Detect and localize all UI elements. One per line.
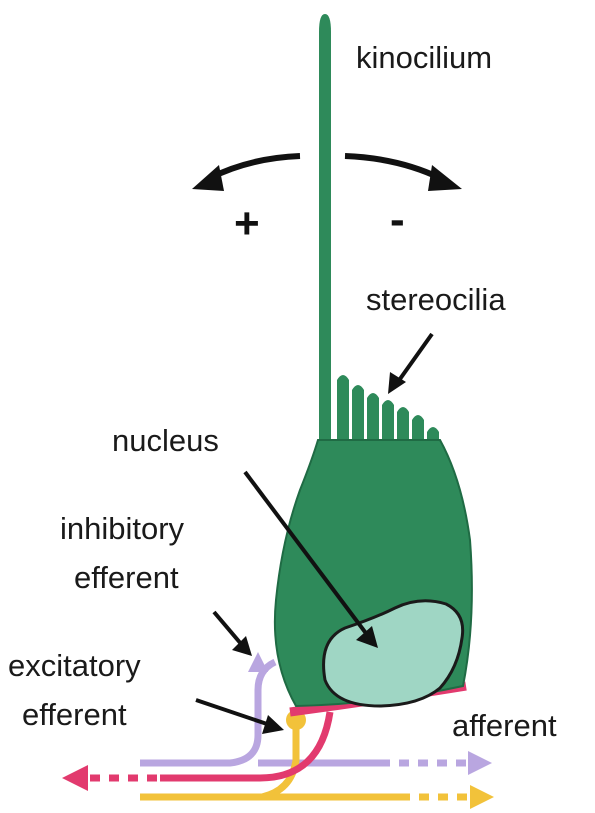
right-arrowhead-icon xyxy=(428,165,462,191)
excitatory-efferent-label-line1: excitatory xyxy=(8,648,141,683)
minus-sign: - xyxy=(390,195,405,244)
stereocilia-pointer-icon xyxy=(395,334,432,386)
excitatory-efferent-label-line2: efferent xyxy=(22,697,127,732)
afferent-label: afferent xyxy=(452,708,557,743)
inhibitory-efferent-fiber xyxy=(140,662,275,763)
kinocilium xyxy=(319,14,331,440)
inhibitory-efferent-right-arrowhead-icon xyxy=(468,751,492,775)
afferent-left-arrowhead-icon xyxy=(62,765,88,791)
hair-cell xyxy=(275,14,472,706)
left-arrowhead-icon xyxy=(192,165,224,191)
plus-sign: + xyxy=(234,199,260,248)
nucleus-label: nucleus xyxy=(112,423,219,458)
stereocilia-bundle xyxy=(337,375,439,450)
inhibitory-efferent-label-line2: efferent xyxy=(74,560,179,595)
left-curved-arrow-icon xyxy=(210,156,300,178)
kinocilium-label: kinocilium xyxy=(356,40,492,75)
excitatory-efferent-right-arrowhead-icon xyxy=(470,785,494,809)
inhibitory-pointer-icon xyxy=(214,612,242,645)
inhibitory-efferent-label-line1: inhibitory xyxy=(60,511,185,546)
right-curved-arrow-icon xyxy=(345,156,440,178)
stereocilia-label: stereocilia xyxy=(366,282,506,317)
